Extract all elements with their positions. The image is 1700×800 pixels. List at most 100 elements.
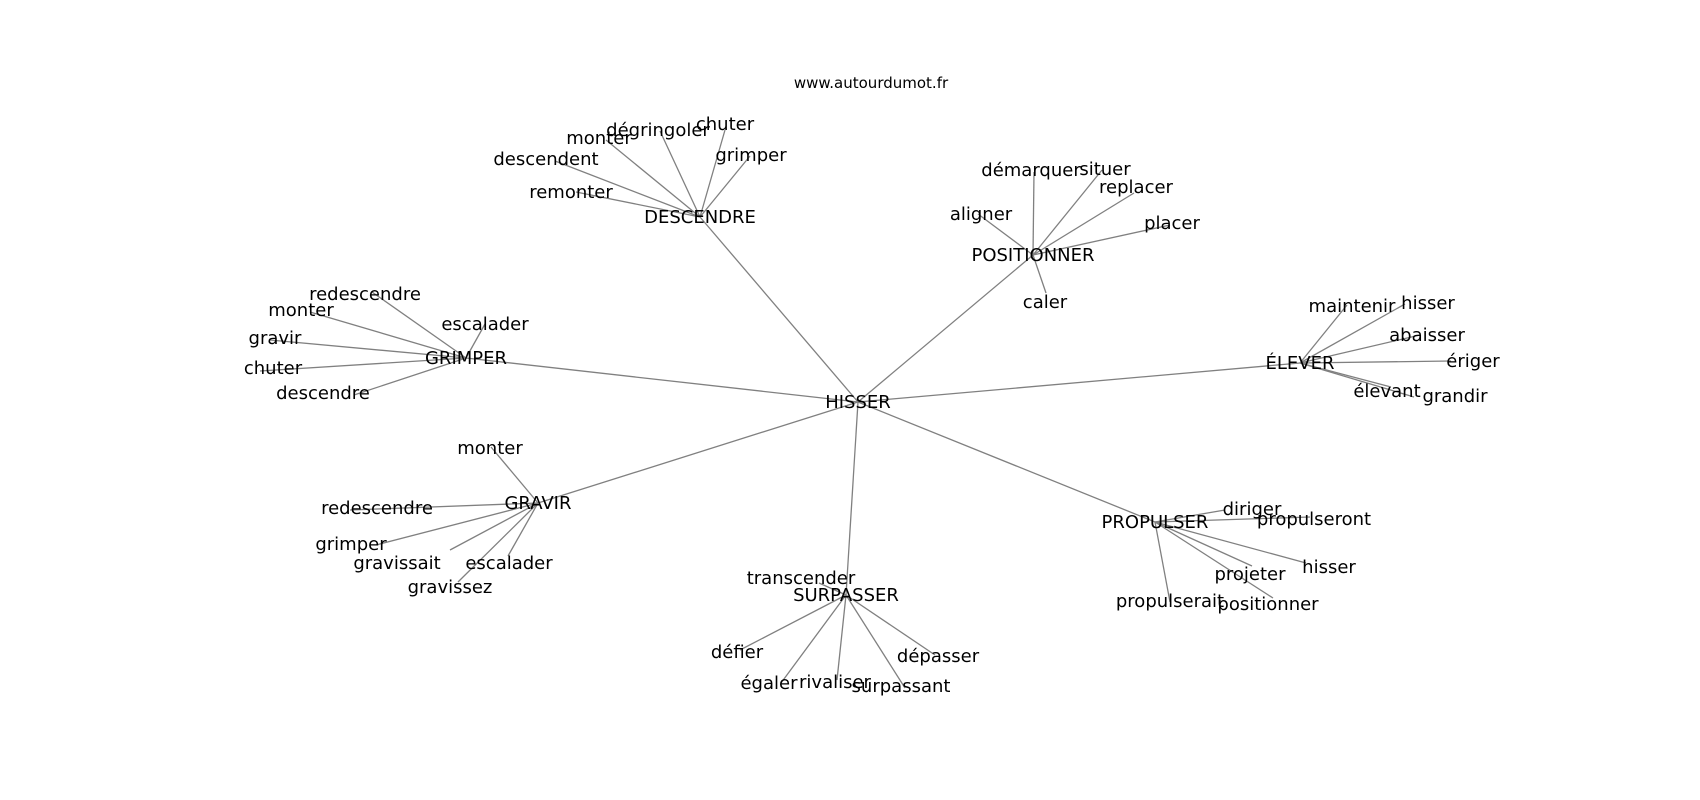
word-node[interactable]: dégringoler bbox=[606, 120, 710, 141]
edge-cluster-to-word bbox=[371, 291, 467, 359]
word-node[interactable]: maintenir bbox=[1309, 296, 1397, 317]
cluster-node[interactable]: SURPASSER bbox=[793, 585, 899, 606]
edge-center-to-cluster bbox=[845, 401, 859, 596]
edge-cluster-to-word bbox=[449, 502, 539, 551]
word-node[interactable]: hisser bbox=[1302, 557, 1356, 578]
edge-cluster-to-word bbox=[1032, 171, 1035, 256]
edge-cluster-to-word bbox=[780, 594, 847, 684]
edge-cluster-to-word bbox=[977, 213, 1034, 256]
word-node[interactable]: positionner bbox=[1217, 594, 1319, 615]
graph-labels: www.autourdumot.fr chuterdégringolermont… bbox=[244, 74, 1500, 697]
edge-cluster-to-word bbox=[818, 582, 847, 596]
edge-cluster-to-word bbox=[353, 357, 467, 396]
edge-cluster-to-word bbox=[1154, 521, 1171, 603]
edge-cluster-to-word bbox=[1299, 334, 1421, 364]
word-node[interactable]: hisser bbox=[1401, 293, 1455, 314]
edge-cluster-to-word bbox=[1299, 303, 1406, 364]
edge-cluster-to-word bbox=[836, 594, 847, 681]
site-url: www.autourdumot.fr bbox=[794, 74, 949, 92]
word-node[interactable]: grimper bbox=[315, 534, 387, 555]
edge-cluster-to-word bbox=[1032, 169, 1103, 256]
cluster-node[interactable]: GRIMPER bbox=[425, 348, 507, 369]
word-node[interactable]: élevant bbox=[1353, 381, 1420, 402]
word-node[interactable]: diriger bbox=[1223, 499, 1282, 520]
word-node[interactable]: replacer bbox=[1099, 177, 1174, 198]
word-node[interactable]: monter bbox=[268, 300, 334, 321]
word-node[interactable]: gravir bbox=[249, 328, 303, 349]
word-node[interactable]: remonter bbox=[529, 182, 613, 203]
edge-cluster-to-word bbox=[1154, 516, 1311, 523]
edge-center-to-cluster bbox=[857, 401, 1156, 523]
edge-cluster-to-word bbox=[375, 502, 539, 546]
word-node[interactable]: ériger bbox=[1446, 351, 1500, 372]
center-node[interactable]: HISSER bbox=[825, 392, 891, 413]
edge-cluster-to-word bbox=[699, 155, 751, 218]
cluster-node[interactable]: ÉLEVER bbox=[1266, 352, 1335, 374]
edge-cluster-to-word bbox=[1032, 254, 1047, 294]
word-node[interactable]: descendent bbox=[493, 149, 598, 170]
cluster-node[interactable]: PROPULSER bbox=[1102, 512, 1209, 533]
edge-center-to-cluster bbox=[857, 362, 1301, 403]
edge-cluster-to-word bbox=[349, 502, 539, 511]
edge-cluster-to-word bbox=[259, 357, 467, 372]
edge-center-to-cluster bbox=[465, 357, 859, 403]
word-node[interactable]: défier bbox=[711, 642, 764, 663]
word-node[interactable]: situer bbox=[1079, 159, 1131, 180]
word-node[interactable]: égaler bbox=[740, 673, 798, 694]
edge-cluster-to-word bbox=[659, 130, 701, 218]
edge-cluster-to-word bbox=[1154, 521, 1253, 567]
word-node[interactable]: redescendre bbox=[309, 284, 421, 305]
edge-cluster-to-word bbox=[1032, 192, 1135, 256]
edge-cluster-to-word bbox=[269, 339, 467, 359]
word-node[interactable]: caler bbox=[1023, 292, 1068, 313]
edge-cluster-to-word bbox=[1299, 304, 1348, 364]
word-node[interactable]: gravissez bbox=[408, 577, 493, 598]
word-node[interactable]: grimper bbox=[715, 145, 787, 166]
word-node[interactable]: dépasser bbox=[897, 646, 980, 667]
edge-cluster-to-word bbox=[845, 594, 936, 656]
word-node[interactable]: grandir bbox=[1422, 386, 1488, 407]
edge-center-to-cluster bbox=[537, 401, 859, 504]
word-node[interactable]: abaisser bbox=[1389, 325, 1465, 346]
word-node[interactable]: démarquer bbox=[981, 160, 1081, 181]
edge-cluster-to-word bbox=[699, 129, 726, 218]
word-node[interactable]: monter bbox=[566, 128, 632, 149]
edge-cluster-to-word bbox=[575, 191, 701, 218]
cluster-node[interactable]: DESCENDRE bbox=[644, 207, 756, 228]
word-node[interactable]: projeter bbox=[1214, 564, 1286, 585]
word-node[interactable]: escalader bbox=[465, 553, 553, 574]
cluster-node[interactable]: POSITIONNER bbox=[971, 245, 1094, 266]
word-node[interactable]: escalader bbox=[441, 314, 529, 335]
word-node[interactable]: chuter bbox=[244, 358, 303, 379]
word-node[interactable]: surpassant bbox=[852, 676, 951, 697]
word-node[interactable]: aligner bbox=[950, 204, 1013, 225]
word-node[interactable]: redescendre bbox=[321, 498, 433, 519]
word-node[interactable]: monter bbox=[457, 438, 523, 459]
edge-cluster-to-word bbox=[845, 594, 906, 689]
word-node[interactable]: propulseront bbox=[1257, 509, 1371, 530]
word-node[interactable]: rivaliser bbox=[799, 672, 872, 693]
graph-edges bbox=[259, 129, 1452, 689]
word-node[interactable]: descendre bbox=[276, 383, 370, 404]
edge-cluster-to-word bbox=[554, 160, 701, 218]
edge-center-to-cluster bbox=[857, 254, 1034, 403]
word-node[interactable]: placer bbox=[1144, 213, 1200, 234]
edge-cluster-to-word bbox=[1299, 360, 1452, 364]
word-node[interactable]: propulserait bbox=[1116, 591, 1224, 612]
word-node[interactable]: gravissait bbox=[353, 553, 440, 574]
word-node[interactable]: chuter bbox=[696, 114, 755, 135]
edge-cluster-to-word bbox=[739, 594, 847, 651]
edge-cluster-to-word bbox=[1154, 509, 1226, 523]
edge-cluster-to-word bbox=[1154, 521, 1307, 564]
edge-cluster-to-word bbox=[1032, 224, 1171, 256]
word-node[interactable]: transcender bbox=[747, 568, 856, 589]
edge-cluster-to-word bbox=[490, 446, 539, 504]
edge-cluster-to-word bbox=[1299, 362, 1415, 398]
edge-cluster-to-word bbox=[507, 502, 539, 557]
edge-cluster-to-word bbox=[457, 502, 539, 583]
cluster-node[interactable]: GRAVIR bbox=[504, 493, 571, 514]
edge-cluster-to-word bbox=[1154, 521, 1274, 599]
edge-cluster-to-word bbox=[605, 139, 701, 218]
edge-cluster-to-word bbox=[465, 323, 486, 359]
